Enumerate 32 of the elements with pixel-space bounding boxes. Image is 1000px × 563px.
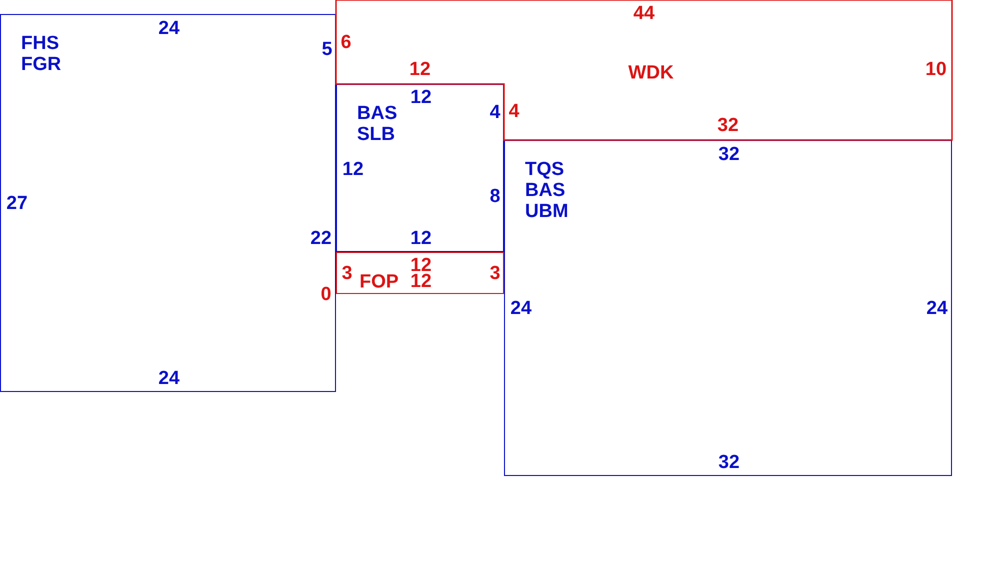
room-label: FHS FGR — [21, 33, 62, 75]
room-label: BAS SLB — [357, 103, 398, 145]
dimension-label: 32 — [718, 145, 740, 165]
dimension-label: 24 — [926, 299, 948, 319]
room-label: FOP — [359, 272, 399, 292]
dimension-label: 3 — [342, 264, 352, 284]
dimension-label: 12 — [410, 229, 432, 249]
dimension-label: 44 — [633, 4, 655, 24]
dimension-label: 27 — [6, 194, 28, 214]
room-outline — [336, 84, 504, 252]
dimension-label: 32 — [718, 453, 740, 473]
dimension-label: 4 — [508, 102, 520, 122]
dimension-label: 24 — [158, 19, 180, 39]
dimension-label: 10 — [925, 60, 947, 80]
dimension-label: 12 — [409, 60, 431, 80]
dimension-label: 8 — [490, 187, 500, 207]
dimension-label: 4 — [490, 103, 500, 123]
dimension-label: 5 — [322, 40, 332, 60]
room-outline — [0, 14, 336, 392]
dimension-label: 24 — [510, 299, 532, 319]
dimension-label: 12 — [410, 272, 432, 292]
dimension-label: 0 — [320, 285, 332, 305]
room-label: TQS BAS UBM — [525, 159, 568, 222]
room-outline — [504, 140, 952, 476]
dimension-label: 24 — [158, 369, 180, 389]
dimension-label: 12 — [342, 160, 364, 180]
dimension-label: 32 — [717, 116, 739, 136]
dimension-label: 12 — [410, 88, 432, 108]
dimension-label: 6 — [340, 33, 352, 53]
dimension-label: 3 — [490, 264, 500, 284]
room-label: WDK — [628, 62, 674, 84]
dimension-label: 22 — [310, 229, 332, 249]
